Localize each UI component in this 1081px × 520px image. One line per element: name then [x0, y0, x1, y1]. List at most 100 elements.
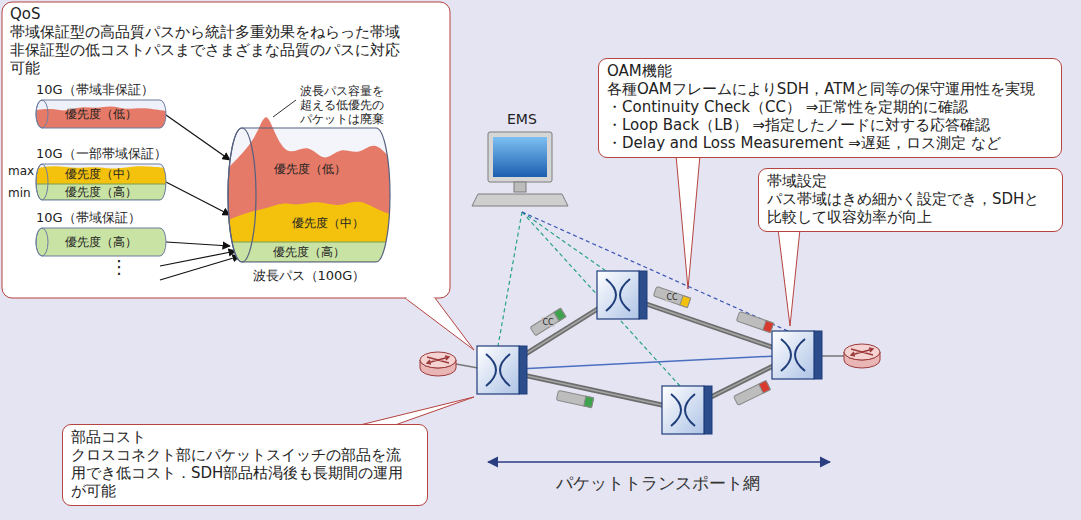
- packet-body: [530, 308, 566, 336]
- qos-callout-outline: [2, 2, 474, 350]
- traffic-area: [228, 202, 390, 242]
- pipe-outline: [36, 164, 166, 200]
- packet-label: CC: [541, 318, 554, 327]
- bullet-item: ・Loop Back（LB） ⇒指定したノードに対する応答確認: [607, 116, 1053, 134]
- priority-label: 優先度（高）: [36, 185, 166, 199]
- priority-label: 優先度（低）: [274, 162, 346, 176]
- guaranteed-band: [228, 242, 390, 262]
- pipe-label: 10G（帯域保証）: [36, 210, 141, 226]
- link-line: [500, 370, 685, 410]
- crossconnect-switch: [477, 346, 527, 394]
- pipe-end: [36, 228, 48, 256]
- router-top: [844, 344, 880, 360]
- input-arrow: [160, 256, 240, 280]
- flow-arrow: [166, 115, 230, 160]
- packet-head: [554, 308, 566, 321]
- packet-head: [584, 396, 594, 407]
- pipe-end: [36, 100, 48, 128]
- traffic-area: [36, 106, 166, 128]
- packet: [653, 286, 690, 307]
- switch-symbol: [606, 279, 630, 311]
- router-icon: [844, 344, 880, 368]
- bullet-item: ・Delay and Loss Measurement ⇒遅延，ロス測定 など: [607, 134, 1053, 152]
- callout-outline: [2, 2, 450, 298]
- switch-front: [477, 346, 519, 394]
- packet-body: [556, 390, 593, 407]
- network-label: パケットトランスポート網: [556, 473, 760, 493]
- callout-pointer: [405, 298, 474, 350]
- traffic-area: [36, 166, 166, 184]
- callout-pointer: [778, 229, 800, 326]
- pipe-label: 10G（一部帯域保証）: [36, 146, 167, 162]
- router-icon: [420, 352, 456, 376]
- switch-side: [639, 271, 647, 319]
- switch-side: [704, 386, 712, 434]
- guaranteed-band: [36, 228, 166, 256]
- crossconnect-switch: [597, 271, 647, 319]
- priority-label: 優先度（中）: [36, 167, 166, 181]
- monitor-stand: [514, 182, 526, 192]
- callout-box: OAM機能各種OAMフレームによりSDH，ATMと同等の保守運用性を実現・Con…: [598, 58, 1062, 158]
- callout-body: パス帯域はきめ細かく設定でき，SDHと 比較して収容効率が向上: [767, 190, 1052, 226]
- router-arrows: [851, 348, 873, 356]
- pipe-body: [36, 164, 166, 200]
- traffic-area: [228, 117, 390, 242]
- packet-head: [759, 381, 771, 393]
- link-line: [822, 355, 844, 357]
- scale-label: min: [8, 186, 31, 200]
- discarded-traffic: [248, 117, 288, 128]
- switch-symbol: [486, 354, 510, 386]
- priority-label: 優先度（中）: [292, 216, 364, 230]
- wavelength-label: 波長パス（100G）: [228, 268, 390, 284]
- switch-symbol: [671, 394, 695, 426]
- callout-title: 帯域設定: [767, 172, 1054, 190]
- path-pipe: 10G（帯域保証） 優先度（高）: [36, 210, 166, 256]
- pipe-fill: [36, 106, 166, 128]
- switch-side: [814, 331, 822, 379]
- path-pipe: 10G（帯域非保証） 優先度（低）: [36, 82, 166, 128]
- packet: [530, 308, 566, 336]
- wavelength-path: 優先度（低） 優先度（中） 優先度（高） 波長パス（100G）: [228, 128, 390, 288]
- priority-label: 優先度（高）: [36, 235, 166, 249]
- pipe-label: 10G（帯域非保証）: [36, 82, 154, 98]
- management-line: [522, 212, 788, 331]
- callout-body: クロスコネクト部にパケットスイッチの部品を流 用でき低コスト．SDH部品枯渇後も…: [71, 446, 416, 500]
- pipe-fill: [36, 228, 166, 256]
- callout-title: QoS: [10, 5, 442, 23]
- crossconnect-switch: [772, 331, 822, 379]
- callout-body: 各種OAMフレームによりSDH，ATMと同等の保守運用性を実現: [607, 80, 1053, 98]
- wavelength-outline: [228, 128, 390, 262]
- priority-label: 優先度（低）: [36, 107, 166, 121]
- pipe-outline: [36, 100, 166, 128]
- callout-box: 部品コストクロスコネクト部にパケットスイッチの部品を流 用でき低コスト．SDH部…: [62, 424, 428, 506]
- path-pipe: 10G（一部帯域保証） 優先度（中） 優先度（高）: [36, 146, 166, 200]
- wavelength-shape: [228, 128, 390, 288]
- annotation-note: 波長パス容量を 超える低優先の パケットは廃棄: [300, 84, 390, 126]
- pipe-end: [36, 164, 48, 200]
- priority-label: 優先度（高）: [228, 245, 390, 259]
- monitor-screen: [493, 137, 547, 177]
- device-label: EMS: [507, 111, 537, 128]
- crossconnect-switch: [662, 386, 712, 434]
- keyboard: [472, 194, 568, 206]
- callout-title: OAM機能: [607, 62, 1053, 80]
- switch-front: [597, 271, 639, 319]
- link-line: [456, 364, 478, 368]
- leader-line: [273, 100, 296, 117]
- pointer-join: [407, 297, 434, 300]
- packet: [734, 381, 771, 406]
- packet-body: [736, 311, 773, 332]
- callout-pointer: [360, 397, 474, 425]
- switch-front: [662, 386, 704, 434]
- packet-body: [653, 286, 690, 307]
- monitor-frame: [488, 132, 552, 182]
- pipe-fill: [36, 166, 166, 200]
- switch-front: [772, 331, 814, 379]
- guaranteed-band: [36, 184, 166, 200]
- packet-head: [763, 321, 774, 333]
- link-line: [500, 370, 685, 410]
- packet-head: [680, 296, 691, 308]
- packet-body: [734, 381, 771, 406]
